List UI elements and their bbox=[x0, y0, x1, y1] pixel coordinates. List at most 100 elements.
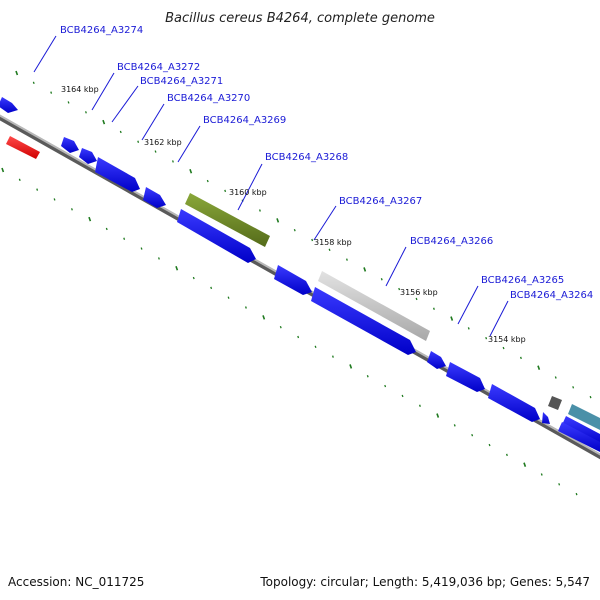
scale-tick bbox=[279, 325, 282, 329]
scale-tick bbox=[171, 160, 174, 163]
scale-tick bbox=[297, 335, 300, 339]
genome-summary-text: Topology: circular; Length: 5,419,036 bp… bbox=[259, 575, 590, 589]
scale-tick bbox=[227, 296, 230, 299]
scale-tick bbox=[453, 424, 456, 427]
scale-tick bbox=[189, 168, 193, 174]
scale-tick bbox=[314, 345, 317, 349]
scale-tick bbox=[311, 238, 314, 242]
scale-tick bbox=[415, 297, 418, 301]
kbp-label: 3154 kbp bbox=[488, 335, 526, 344]
gene-feature-blue[interactable] bbox=[542, 412, 550, 424]
scale-tick bbox=[206, 179, 209, 183]
map-title: Bacillus cereus B4264, complete genome bbox=[165, 11, 435, 26]
scale-tick bbox=[102, 119, 106, 125]
gene-feature-blue[interactable] bbox=[274, 265, 312, 295]
gene-feature-dark[interactable] bbox=[548, 396, 562, 410]
scale-tick bbox=[119, 130, 122, 134]
scale-tick bbox=[523, 462, 527, 467]
scale-tick bbox=[70, 208, 73, 211]
scale-tick bbox=[450, 316, 454, 321]
scale-tick bbox=[418, 404, 421, 407]
scale-tick bbox=[175, 265, 179, 271]
scale-tick bbox=[210, 286, 213, 290]
scale-tick bbox=[32, 81, 35, 85]
scale-tick bbox=[349, 364, 353, 369]
scale-tick bbox=[224, 189, 227, 193]
scale-tick bbox=[244, 306, 247, 309]
gene-label-a3268[interactable]: BCB4264_A3268 bbox=[265, 152, 348, 163]
gene-feature-blue[interactable] bbox=[143, 187, 166, 208]
kbp-label: 3160 kbp bbox=[229, 188, 267, 197]
scale-tick bbox=[1, 167, 5, 173]
scale-tick bbox=[384, 384, 387, 388]
gene-features bbox=[0, 97, 600, 452]
scale-tick bbox=[137, 140, 140, 143]
kbp-label: 3164 kbp bbox=[61, 85, 99, 94]
scale-tick bbox=[123, 237, 126, 240]
scale-tick bbox=[558, 483, 561, 486]
scale-tick bbox=[157, 257, 160, 260]
gene-label-a3272[interactable]: BCB4264_A3272 bbox=[117, 62, 200, 73]
kbp-label: 3156 kbp bbox=[400, 288, 438, 297]
scale-tick bbox=[262, 315, 266, 320]
scale-tick bbox=[18, 178, 21, 182]
scale-tick bbox=[366, 375, 369, 378]
scale-tick bbox=[432, 307, 435, 310]
scale-tick bbox=[15, 70, 19, 76]
gene-labels: BCB4264_A3274 BCB4264_A3272 BCB4264_A327… bbox=[60, 25, 593, 301]
scale-tick bbox=[589, 395, 592, 399]
gene-feature-gray[interactable] bbox=[318, 271, 430, 341]
gene-feature-blue[interactable] bbox=[558, 422, 600, 452]
gene-label-a3274[interactable]: BCB4264_A3274 bbox=[60, 25, 143, 36]
scale-tick bbox=[380, 278, 383, 281]
gene-feature-blue[interactable] bbox=[0, 97, 18, 113]
gene-feature-blue[interactable] bbox=[79, 148, 97, 164]
scale-tick bbox=[67, 101, 70, 104]
scale-tick bbox=[540, 473, 543, 476]
scale-tick bbox=[50, 91, 53, 94]
scale-tick bbox=[488, 443, 491, 447]
scale-tick bbox=[485, 336, 488, 340]
gene-label-a3266[interactable]: BCB4264_A3266 bbox=[410, 236, 493, 247]
scale-tick bbox=[293, 228, 296, 232]
kbp-label: 3162 kbp bbox=[144, 138, 182, 147]
scale-tick bbox=[363, 267, 367, 272]
scale-tick bbox=[398, 287, 401, 291]
scale-tick bbox=[53, 198, 56, 201]
gene-feature-blue[interactable] bbox=[61, 137, 79, 153]
scale-tick bbox=[105, 227, 108, 231]
kbp-labels: 3164 kbp 3162 kbp 3160 kbp 3158 kbp 3156… bbox=[61, 85, 526, 344]
tick-row-outer bbox=[15, 70, 592, 399]
gene-label-a3265[interactable]: BCB4264_A3265 bbox=[481, 275, 564, 286]
gene-label-a3264[interactable]: BCB4264_A3264 bbox=[510, 290, 593, 301]
gene-label-a3267[interactable]: BCB4264_A3267 bbox=[339, 196, 422, 207]
scale-tick bbox=[436, 413, 440, 418]
scale-tick bbox=[467, 327, 470, 330]
kbp-label: 3158 kbp bbox=[314, 238, 352, 247]
scale-tick bbox=[575, 492, 578, 496]
gene-feature-red[interactable] bbox=[6, 136, 40, 159]
gene-feature-teal[interactable] bbox=[568, 404, 600, 430]
scale-tick bbox=[154, 150, 157, 153]
scale-tick bbox=[258, 209, 261, 212]
gene-label-a3270[interactable]: BCB4264_A3270 bbox=[167, 93, 250, 104]
scale-tick bbox=[554, 376, 557, 379]
scale-tick bbox=[140, 247, 143, 250]
gene-feature-olive[interactable] bbox=[185, 193, 270, 247]
gene-feature-blue[interactable] bbox=[95, 157, 140, 192]
label-leaders bbox=[33, 35, 509, 337]
gene-feature-blue[interactable] bbox=[427, 351, 446, 369]
gene-label-a3271[interactable]: BCB4264_A3271 bbox=[140, 76, 223, 87]
scale-tick bbox=[331, 355, 334, 358]
gene-label-a3269[interactable]: BCB4264_A3269 bbox=[203, 115, 286, 126]
scale-tick bbox=[401, 394, 404, 398]
gene-feature-blue[interactable] bbox=[446, 362, 485, 392]
tick-row-inner bbox=[1, 167, 578, 496]
scale-tick bbox=[471, 433, 474, 437]
gene-feature-blue[interactable] bbox=[177, 209, 256, 263]
scale-tick bbox=[276, 218, 280, 223]
gene-feature-blue[interactable] bbox=[311, 287, 416, 355]
scale-tick bbox=[192, 276, 195, 280]
gene-feature-blue[interactable] bbox=[488, 384, 540, 422]
